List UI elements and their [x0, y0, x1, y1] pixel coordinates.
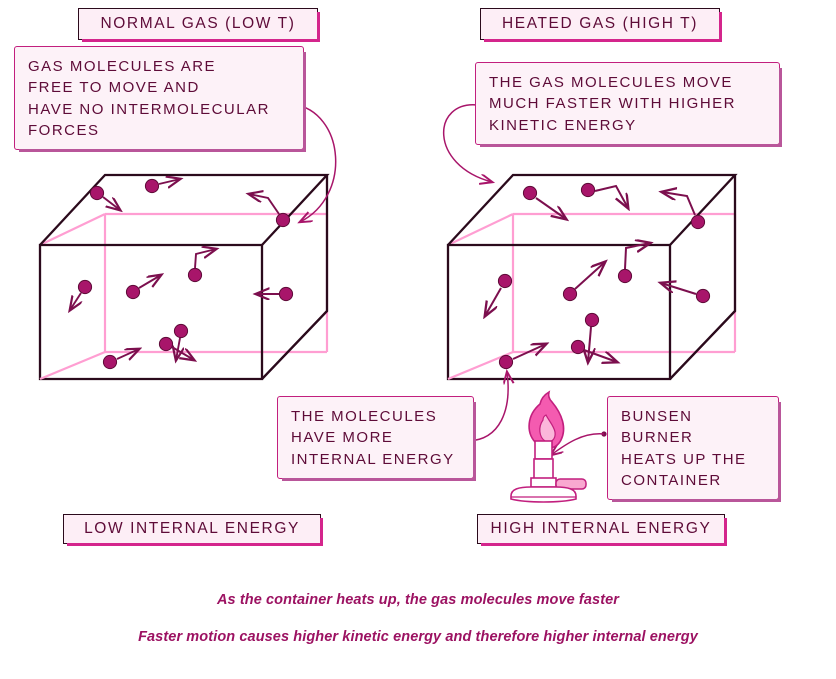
- molecule: [498, 344, 546, 370]
- molecule: [70, 279, 93, 310]
- molecule: [662, 192, 706, 230]
- caption-line-2: Faster motion causes higher kinetic ener…: [138, 629, 698, 645]
- molecule: [144, 179, 180, 194]
- molecule: [102, 349, 139, 370]
- molecule: [256, 286, 294, 302]
- header-heated-gas: HEATED GAS (HIGH T): [480, 8, 722, 42]
- leader-bunsen: [551, 431, 607, 455]
- molecule: [174, 323, 189, 360]
- label-high-internal-energy: HIGH INTERNAL ENERGY: [477, 514, 727, 546]
- molecule: [617, 243, 650, 284]
- header-normal-gas: NORMAL GAS (LOW T): [78, 8, 320, 42]
- callout-free-to-move: GAS MOLECULES ARE FREE TO MOVE AND HAVE …: [14, 46, 306, 153]
- callout-more-internal-energy: THE MOLECULES HAVE MORE INTERNAL ENERGY: [277, 396, 476, 481]
- molecule: [562, 262, 605, 302]
- caption-line-1: As the container heats up, the gas molec…: [216, 592, 620, 608]
- left-molecules: [70, 179, 294, 370]
- molecule: [89, 185, 120, 210]
- molecule: [570, 339, 617, 362]
- callout-move-faster: THE GAS MOLECULES MOVE MUCH FASTER WITH …: [475, 62, 782, 147]
- molecule: [661, 283, 711, 304]
- molecule: [158, 336, 194, 360]
- right-container-cube: [446, 173, 738, 381]
- callout-bunsen-burner: BUNSEN BURNER HEATS UP THE CONTAINER: [607, 396, 781, 503]
- molecule: [249, 194, 291, 228]
- molecule: [485, 273, 513, 316]
- label-low-internal-energy: LOW INTERNAL ENERGY: [63, 514, 323, 546]
- molecule: [187, 249, 216, 283]
- right-molecules: [485, 182, 711, 370]
- molecule: [125, 275, 161, 300]
- bunsen-burner: [510, 390, 587, 503]
- molecule: [585, 312, 600, 362]
- left-container-cube: [38, 173, 330, 381]
- molecule: [522, 185, 566, 219]
- molecule: [580, 182, 628, 208]
